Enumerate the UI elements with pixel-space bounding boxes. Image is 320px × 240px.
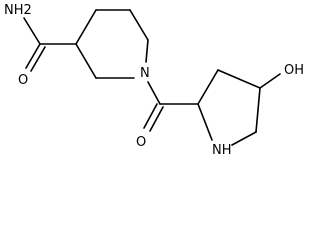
ring-bond: [75, 9, 97, 45]
carbonyl-double-bond: [143, 103, 158, 129]
hydroxyl-label: OH: [284, 63, 304, 78]
ring-bond: [231, 131, 257, 146]
amide-cn-bond: [23, 17, 41, 45]
piperidine-ring: [75, 9, 149, 79]
ring-bond: [217, 69, 261, 89]
ring-bond: [75, 43, 97, 79]
piperidine-nitrogen-label: N: [140, 66, 150, 81]
ring-bond: [145, 39, 149, 63]
carbonyl-oxygen-label: O: [136, 135, 146, 150]
ring-bond: [197, 69, 219, 105]
ring-bond: [255, 87, 261, 133]
carboxamide-group: [23, 17, 77, 72]
amide-oxygen-label: O: [18, 73, 28, 88]
amide-co-double-bond: [25, 43, 41, 69]
carbonyl-double-bond: [149, 106, 164, 132]
ring-bond: [129, 9, 149, 41]
hydroxyl-bond: [259, 73, 281, 89]
amide-nh2-label: NH2: [4, 3, 32, 18]
n-carbonyl-bond: [147, 81, 161, 105]
ring-bond: [197, 103, 213, 141]
chemical-structure: NH2 O N O NH OH: [4, 3, 304, 158]
pyrrolidine-ring: [197, 69, 281, 146]
acyl-linker: [143, 81, 199, 132]
amide-co-double-bond: [30, 46, 46, 72]
pyrrolidine-nh-label: NH: [212, 143, 232, 158]
